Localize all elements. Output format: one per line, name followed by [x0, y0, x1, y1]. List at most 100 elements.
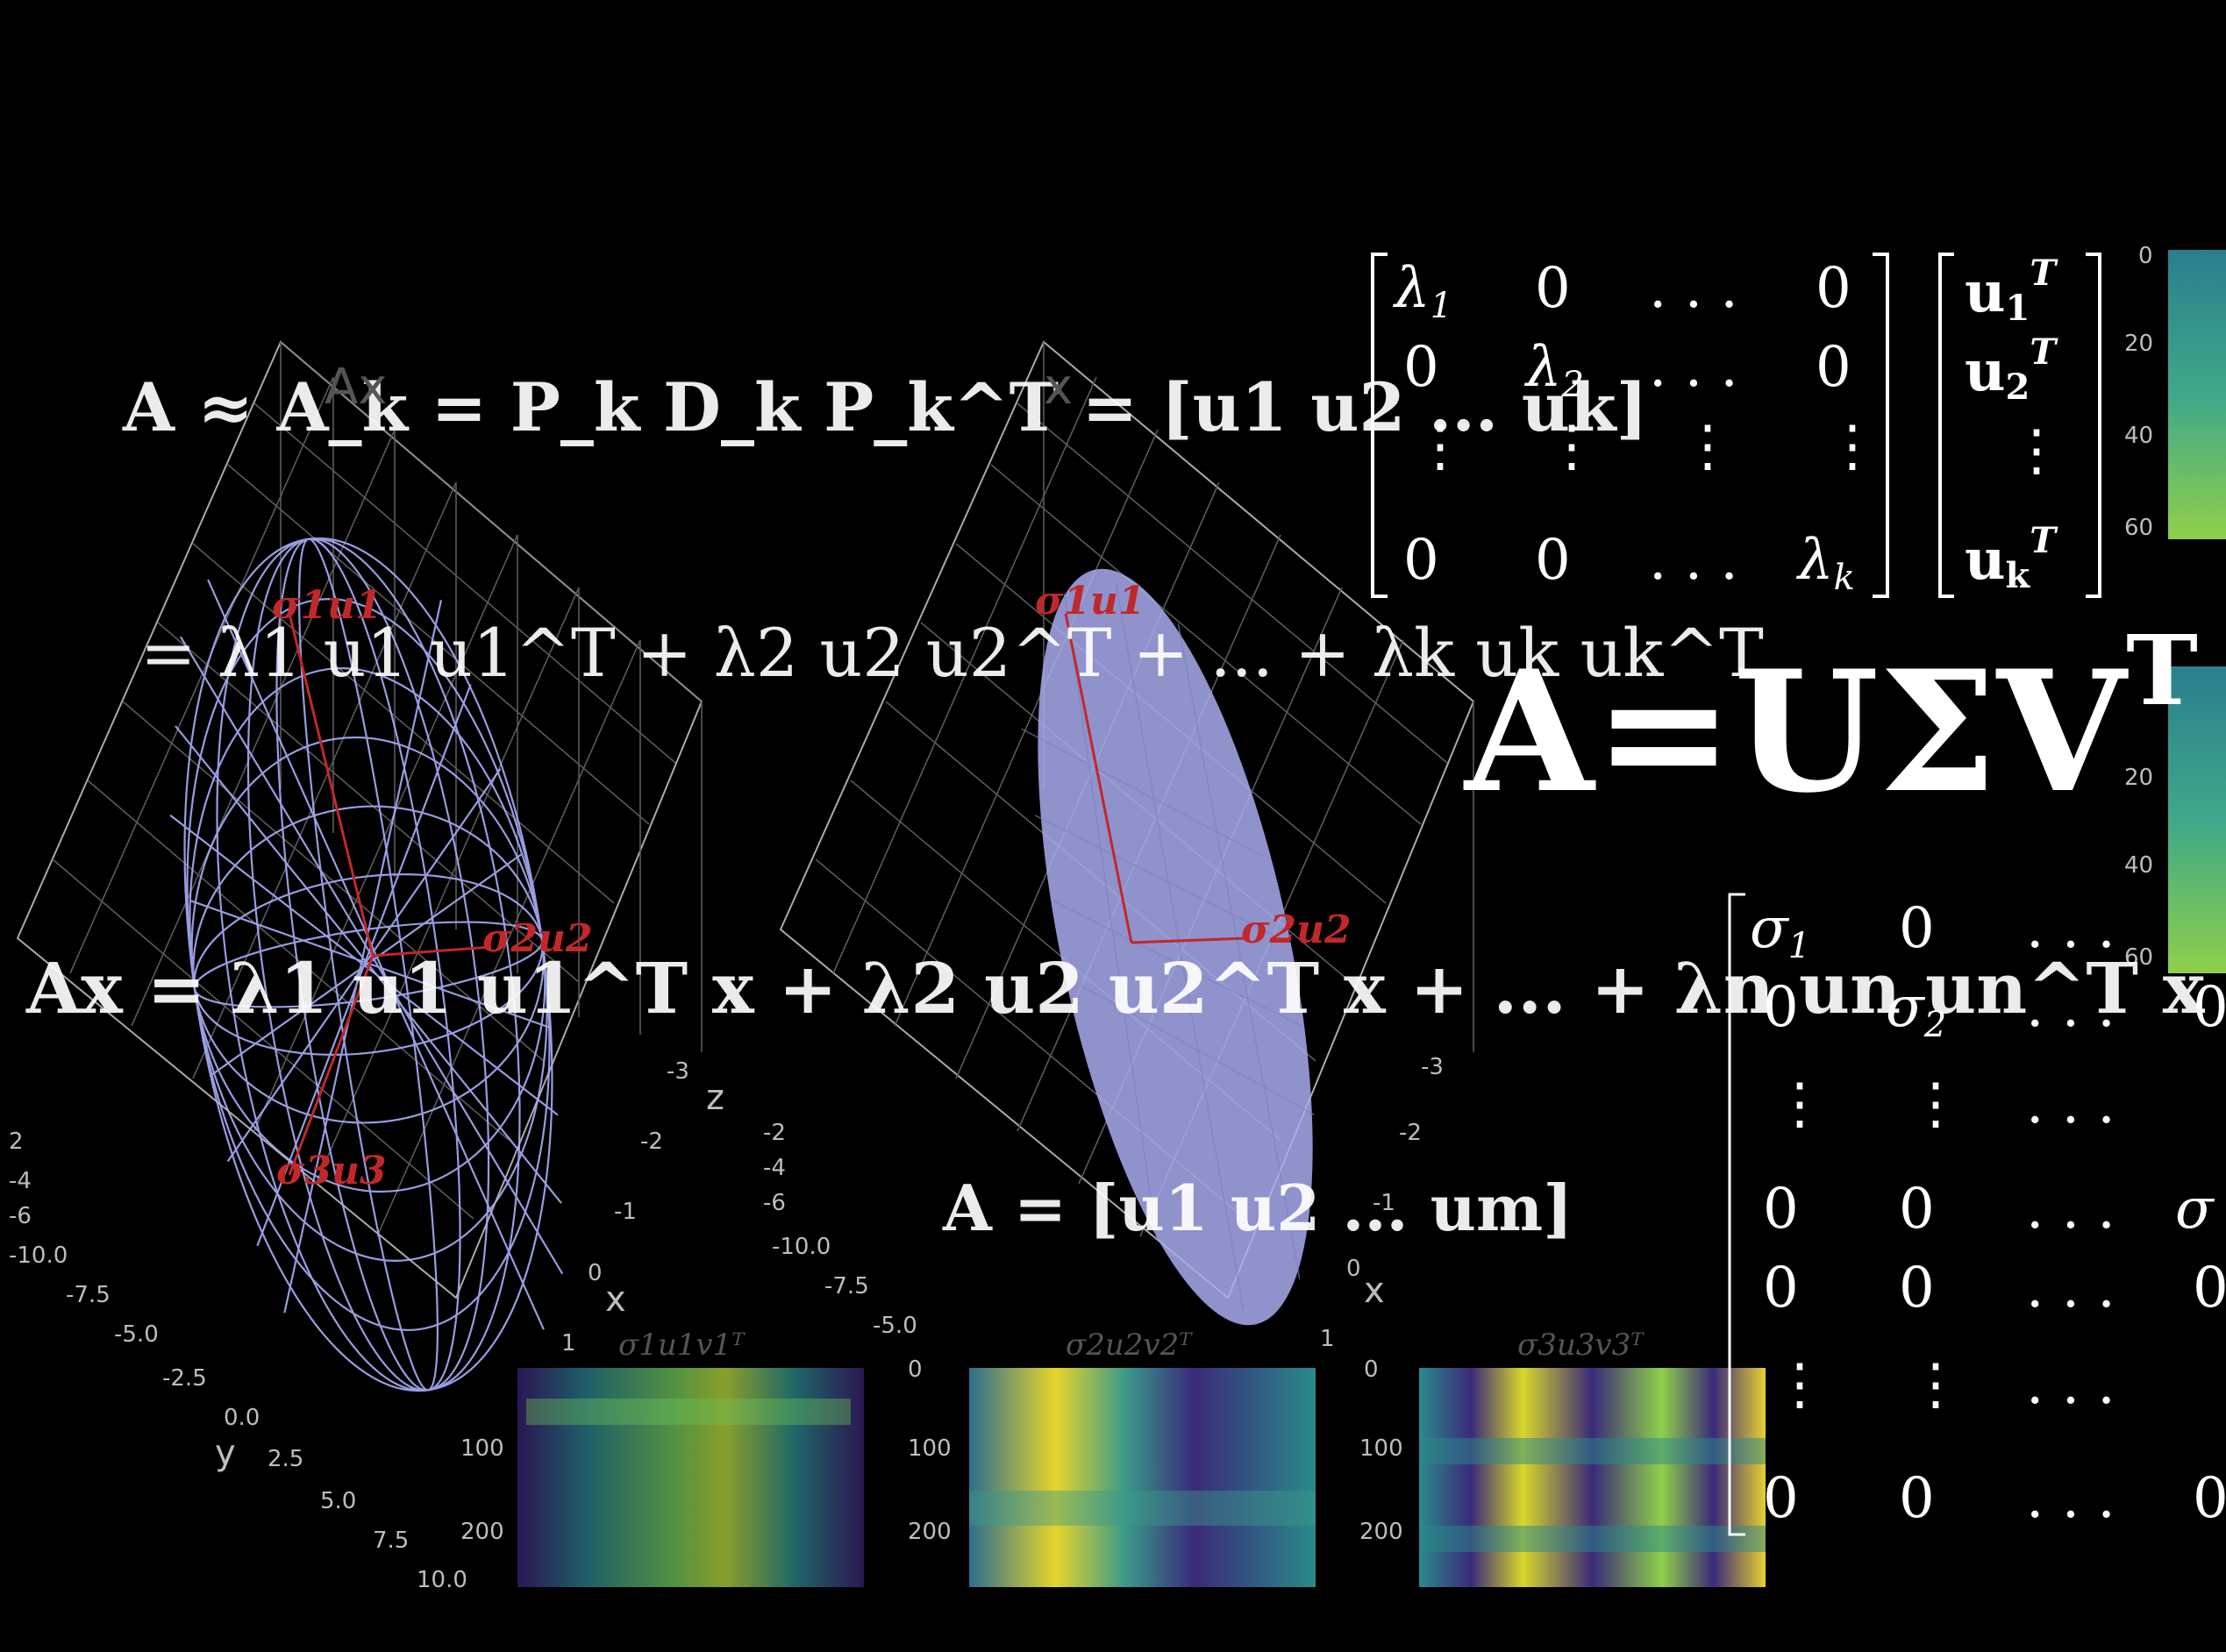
right-x-axis-label: x	[1364, 1271, 1385, 1311]
svg-text:-1: -1	[614, 1199, 637, 1225]
svg-text:5.0: 5.0	[320, 1488, 356, 1514]
svg-text:0: 0	[1816, 256, 1851, 321]
right-y-ticks: -10.0 -7.5 -5.0	[772, 1234, 917, 1339]
svd-equation: A=UΣVT	[1465, 614, 2198, 830]
svg-text:0: 0	[1364, 1356, 1379, 1383]
left-3d-plot	[16, 340, 703, 1300]
svg-text:-10.0: -10.0	[772, 1234, 831, 1260]
svg-text:0: 0	[1763, 1256, 1799, 1321]
left-vector-label-3: σ3u3	[276, 1149, 387, 1193]
svg-text:. . .: . . .	[2026, 1072, 2115, 1136]
svg-text:10.0: 10.0	[417, 1567, 467, 1593]
svg-text:0: 0	[1763, 975, 1799, 1040]
equation-expansion-text: = λ1 u1 u1^T + λ2 u2 u2^T + ... + λk uk …	[140, 614, 1764, 692]
svg-text:⋮: ⋮	[1544, 414, 1600, 479]
svg-text:-6: -6	[763, 1190, 786, 1216]
svg-text:0: 0	[1403, 528, 1439, 593]
equation-top: A ≈ A_k = P_k D_k P_k^T = [u1 u2 ... uk]	[123, 368, 1648, 446]
sigma-matrix: σ1 0 . . . 0 σ2 . . . 0 ⋮ ⋮ . . . 0 0 . …	[1728, 893, 2226, 1536]
left-x-axis-label: x	[605, 1279, 626, 1320]
svg-text:x: x	[1044, 359, 1073, 416]
svg-text:0: 0	[1763, 1466, 1799, 1531]
svg-text:1: 1	[1320, 1326, 1335, 1352]
svg-text:0: 0	[1899, 1256, 1935, 1321]
svg-text:u2T: u2T	[1965, 331, 2058, 408]
svg-text:-1: -1	[1373, 1190, 1395, 1216]
svg-text:ukT: ukT	[1965, 520, 2058, 596]
svg-text:⋮: ⋮	[1908, 1072, 1964, 1136]
left-z-ticks: 2 -4 -6	[9, 1129, 32, 1229]
svg-text:. . .: . . .	[2026, 1177, 2115, 1242]
svg-text:-6: -6	[9, 1203, 32, 1229]
svg-text:. . .: . . .	[2026, 1256, 2115, 1321]
svg-text:-3: -3	[667, 1058, 689, 1085]
svg-text:-7.5: -7.5	[66, 1282, 111, 1308]
u-transpose-column: u1T u2T ⋮ ukT	[1938, 253, 2101, 598]
svg-text:-2: -2	[1399, 1120, 1422, 1146]
left-vector-label-1: σ1u1	[272, 583, 382, 628]
right-vectors	[1064, 613, 1246, 944]
svg-text:0: 0	[588, 1260, 603, 1286]
svg-text:⋮: ⋮	[1772, 1072, 1828, 1136]
svg-text:λ1: λ1	[1392, 256, 1452, 326]
svg-text:0: 0	[908, 1356, 923, 1383]
svg-text:-5.0: -5.0	[114, 1321, 159, 1348]
svg-text:⋮: ⋮	[1824, 414, 1880, 479]
svg-text:⋮: ⋮	[1680, 414, 1736, 479]
svg-text:-7.5: -7.5	[824, 1273, 869, 1300]
svg-text:0: 0	[2193, 1466, 2226, 1531]
lambda-matrix: λ1 0 . . . 0 0 λ2 . . . 0 ⋮ ⋮ ⋮ ⋮ 0 0 . …	[1371, 253, 1889, 598]
left-y-ticks: -10.0 -7.5 -5.0 -2.5 0.0 2.5 5.0 7.5 10.…	[9, 1243, 467, 1593]
svg-text:60: 60	[2124, 515, 2153, 541]
svg-text:200: 200	[460, 1519, 504, 1545]
svg-text:100: 100	[460, 1435, 504, 1462]
svg-text:. . .: . . .	[1649, 256, 1738, 321]
svg-text:40: 40	[2124, 852, 2153, 879]
equation-expansion: = λ1 u1 u1^T + λ2 u2 u2^T + ... + λk uk …	[140, 614, 1764, 692]
svg-text:0: 0	[1403, 335, 1439, 400]
heatmap-2: σ2u2v2ᵀ 0 100 200	[908, 1328, 1316, 1587]
svg-text:-2: -2	[640, 1129, 663, 1155]
svg-text:-2: -2	[763, 1120, 786, 1146]
svg-text:u1T: u1T	[1965, 253, 2058, 329]
svg-text:σ1u1v1ᵀ: σ1u1v1ᵀ	[618, 1328, 746, 1363]
x-plot-title: x	[1044, 359, 1073, 416]
svg-text:2: 2	[9, 1129, 24, 1155]
svg-text:60: 60	[2124, 944, 2153, 971]
equation-ax-text: Ax = λ1 u1 u1^T x + λ2 u2 u2^T x + ... +…	[26, 947, 2205, 1029]
svg-text:0: 0	[1346, 1256, 1361, 1282]
svg-text:0: 0	[1535, 256, 1571, 321]
svg-text:. . .: . . .	[2026, 896, 2115, 961]
svg-text:⋮: ⋮	[1908, 1352, 1964, 1417]
svg-text:-2.5: -2.5	[162, 1365, 207, 1392]
equation-a-columns-text: A = [u1 u2 ... um]	[943, 1171, 1573, 1245]
right-side-ticks: -3 -2 -1 0 1	[1320, 1054, 1444, 1352]
equation-ax: Ax = λ1 u1 u1^T x + λ2 u2 u2^T x + ... +…	[26, 947, 2204, 1029]
svg-text:. . .: . . .	[2026, 1352, 2115, 1417]
ax-plot-title: Ax	[325, 359, 387, 416]
svg-text:. . .: . . .	[2026, 1466, 2115, 1531]
svg-text:200: 200	[1359, 1519, 1403, 1545]
svg-text:⋮: ⋮	[1772, 1352, 1828, 1417]
svd-equation-text: A=UΣV	[1465, 634, 2127, 830]
svg-text:2.5: 2.5	[268, 1446, 303, 1472]
svg-text:-4: -4	[763, 1155, 786, 1181]
svg-text:⋮: ⋮	[1412, 414, 1468, 479]
heatmap-3: σ3u3v3ᵀ 0 100 200	[1359, 1328, 1766, 1587]
equation-a-columns: A = [u1 u2 ... um]	[943, 1171, 1573, 1245]
svg-text:σ2: σ2	[1886, 975, 1946, 1045]
svg-text:Ax: Ax	[325, 359, 387, 416]
svg-text:100: 100	[1359, 1435, 1403, 1462]
left-y-axis-label: y	[215, 1433, 236, 1473]
svg-text:⋮: ⋮	[2008, 418, 2065, 483]
svg-text:σ2u2v2ᵀ: σ2u2v2ᵀ	[1066, 1328, 1193, 1363]
svg-text:0: 0	[1899, 1177, 1935, 1242]
left-vector-label-2: σ2u2	[482, 916, 593, 961]
svg-text:-3: -3	[1421, 1054, 1444, 1080]
left-side-ticks: -3 -2 -1 0 1	[561, 1058, 689, 1356]
svg-text:. . .: . . .	[2026, 975, 2115, 1040]
left-vectors	[288, 613, 492, 1176]
svg-text:200: 200	[908, 1519, 952, 1545]
